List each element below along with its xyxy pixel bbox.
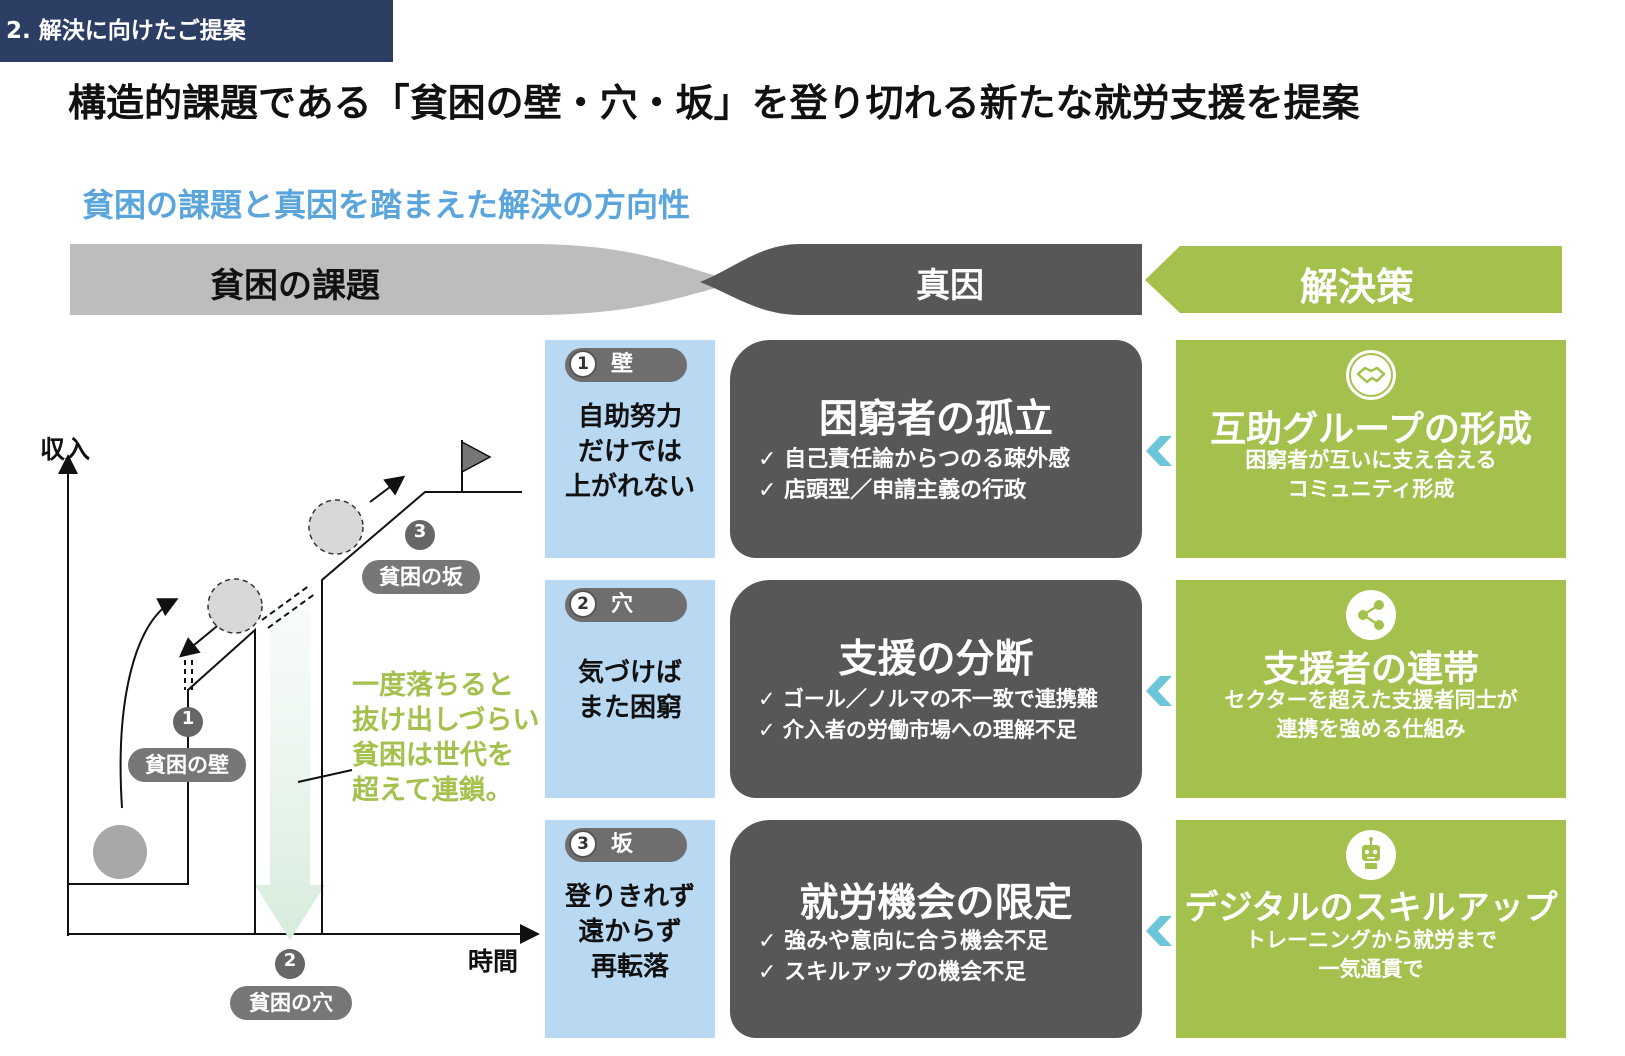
tag-label: 壁 <box>611 352 634 377</box>
solution-desc-line: コミュニティ形成 <box>1287 477 1455 501</box>
problem-line: 遠からず <box>578 917 682 947</box>
flag <box>461 440 492 474</box>
tag-number: 2 <box>569 590 597 618</box>
cause-bullet: ✓ スキルアップの機会不足 <box>758 960 1027 985</box>
solution-title: 互助グループの形成 <box>1210 409 1532 450</box>
wall-step <box>68 627 256 934</box>
callout-text: 一度落ちると 抜け出しづらい 貧困は世代を 超えて連鎖。 <box>352 668 539 808</box>
chevron-left-icon <box>1146 916 1172 946</box>
problem-line: 上がれない <box>564 472 695 502</box>
tag-pill: 1 壁 <box>565 348 687 382</box>
cause-bullet: ✓ 店頭型／申請主義の行政 <box>758 478 1027 503</box>
solution-card-mutual-aid: 互助グループの形成 困窮者が互いに支え合える コミュニティ形成 <box>1176 340 1566 558</box>
robot-icon <box>1346 830 1396 880</box>
problem-line: 気づけば <box>577 658 682 688</box>
problem-line: だけでは <box>577 437 682 467</box>
solution-card-solidarity: 支援者の連帯 セクターを超えた支援者同士が 連携を強める仕組み <box>1176 580 1566 798</box>
marker-2-circle <box>275 949 305 979</box>
marker-1-label: 貧困の壁 <box>145 753 229 777</box>
cause-title: 支援の分断 <box>838 637 1034 682</box>
solution-desc-line: セクターを超えた支援者同士が <box>1224 688 1518 712</box>
callout-line-3: 貧困は世代を <box>352 740 514 771</box>
solution-title: デジタルのスキルアップ <box>1184 888 1558 928</box>
problem-line: 登りきれず <box>564 882 695 912</box>
problem-line: 再転落 <box>590 952 669 982</box>
marker-3-circle <box>405 520 435 550</box>
cause-header-label: 真因 <box>916 266 984 306</box>
solution-header-label: 解決策 <box>1300 265 1415 309</box>
marker-3-label: 貧困の坂 <box>379 565 463 589</box>
callout-line-1: 一度落ちると <box>352 670 514 701</box>
ball-start <box>93 825 147 879</box>
marker-3-number: 3 <box>413 521 427 542</box>
tag-pill: 2 穴 <box>565 588 687 622</box>
tag-number: 1 <box>569 350 597 378</box>
problem-header-shape <box>70 244 740 315</box>
fall-arrow <box>255 610 325 940</box>
solution-desc-line: 連携を強める仕組み <box>1276 717 1466 741</box>
problem-cell-hole: 2 穴 気づけば また困窮 <box>545 580 715 798</box>
cause-card-limited-jobs: 就労機会の限定 ✓ 強みや意向に合う機会不足 ✓ スキルアップの機会不足 <box>730 820 1142 1038</box>
ball-slope <box>308 499 364 555</box>
marker-1-circle <box>173 707 203 737</box>
cause-card-isolation: 困窮者の孤立 ✓ 自己責任論からつのる疎外感 ✓ 店頭型／申請主義の行政 <box>730 340 1142 558</box>
cause-bullet: ✓ 強みや意向に合う機会不足 <box>758 929 1049 954</box>
chevron-left-icon <box>1146 676 1172 706</box>
chevron-left-icon <box>1146 436 1172 466</box>
poverty-diagram <box>58 440 540 1020</box>
problem-header-label: 貧困の課題 <box>210 266 380 306</box>
marker-2-number: 2 <box>283 950 297 971</box>
ball-wall <box>207 578 263 634</box>
cause-title: 就労機会の限定 <box>799 881 1073 926</box>
solution-title: 支援者の連帯 <box>1262 649 1479 690</box>
problem-cell-slope: 3 坂 登りきれず 遠からず 再転落 <box>545 820 715 1038</box>
tag-pill: 3 坂 <box>565 828 687 862</box>
tag-number: 3 <box>569 830 597 858</box>
cause-card-fragmentation: 支援の分断 ✓ ゴール／ノルマの不一致で連携難 ✓ 介入者の労働市場への理解不足 <box>730 580 1142 798</box>
problem-line: 自助努力 <box>577 402 682 432</box>
header-band <box>70 244 1562 315</box>
section-tag: 2. 解決に向けたご提案 <box>0 0 393 62</box>
cause-bullet: ✓ ゴール／ノルマの不一致で連携難 <box>758 687 1098 711</box>
cause-title: 困窮者の孤立 <box>818 397 1053 442</box>
callout-line-4: 超えて連鎖。 <box>352 775 513 806</box>
marker-2-pill <box>230 986 352 1020</box>
section-subtitle: 貧困の課題と真因を踏まえた解決の方向性 <box>82 186 691 224</box>
cause-bullet: ✓ 自己責任論からつのる疎外感 <box>758 447 1071 472</box>
cause-header-shape <box>700 244 1142 315</box>
problem-line: また困窮 <box>577 693 682 723</box>
x-axis-label: 時間 <box>468 947 519 976</box>
solution-desc-line: 困窮者が互いに支え合える <box>1245 448 1497 472</box>
share-icon <box>1346 590 1396 640</box>
problem-cell-wall: 1 壁 自助努力 だけでは 上がれない <box>545 340 715 558</box>
solution-header-shape <box>1145 246 1562 313</box>
callout-line-2: 抜け出しづらい <box>352 705 540 736</box>
slope-step <box>321 491 522 934</box>
solution-desc-line: トレーニングから就労まで <box>1245 928 1497 952</box>
marker-2-label: 貧困の穴 <box>249 991 333 1015</box>
y-axis-label: 収入 <box>40 435 91 464</box>
handshake-icon <box>1346 350 1396 400</box>
marker-3-pill <box>362 560 480 594</box>
marker-1-pill <box>128 748 246 782</box>
tag-label: 坂 <box>611 832 634 857</box>
solution-card-digital-skills: デジタルのスキルアップ トレーニングから就労まで 一気通貫で <box>1176 820 1566 1038</box>
page-title: 構造的課題である「貧困の壁・穴・坂」を登り切れる新たな就労支援を提案 <box>68 81 1360 125</box>
tag-label: 穴 <box>611 592 634 617</box>
cause-bullet: ✓ 介入者の労働市場への理解不足 <box>758 718 1077 742</box>
solution-desc-line: 一気通貫で <box>1318 957 1424 981</box>
marker-1-number: 1 <box>181 708 195 729</box>
